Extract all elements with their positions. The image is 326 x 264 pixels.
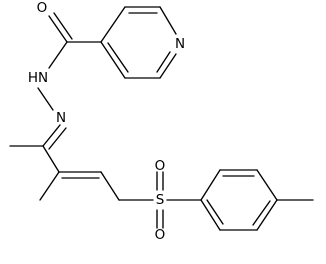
bond	[37, 87, 54, 111]
carbonyl-double-bond	[48, 15, 68, 43]
carbonyl-double-bond	[53, 12, 73, 40]
bond	[252, 200, 271, 226]
bond	[100, 171, 120, 201]
bond	[100, 41, 126, 79]
carbonyl-oxygen-label: O	[37, 0, 48, 16]
imine-double-bond	[48, 127, 67, 150]
bond	[256, 169, 278, 201]
sulfur-label: S	[156, 192, 165, 208]
sulfonyl-oxygen-top-label: O	[155, 158, 166, 174]
bond	[206, 199, 224, 225]
bond	[100, 6, 126, 43]
bond	[48, 41, 68, 69]
hydrazone-chain	[9, 12, 154, 201]
bond	[159, 53, 177, 79]
sulfonyl-oxygen-bottom-label: O	[155, 227, 166, 243]
bond	[42, 145, 60, 173]
bond	[107, 42, 129, 73]
pyridine-ring	[100, 6, 177, 79]
bond	[39, 171, 60, 201]
pyridine-nitrogen-label: N	[175, 36, 185, 52]
hydrazide-nh-label: HN	[28, 70, 48, 86]
sulfonyl-group	[156, 171, 202, 229]
bond	[159, 6, 177, 35]
imine-double-bond	[42, 124, 61, 147]
hydrazone-nitrogen-label: N	[56, 110, 66, 126]
bond	[256, 199, 278, 231]
tolyl-ring	[200, 169, 314, 231]
bond	[156, 51, 171, 73]
bond	[200, 169, 221, 201]
bond	[200, 199, 221, 231]
